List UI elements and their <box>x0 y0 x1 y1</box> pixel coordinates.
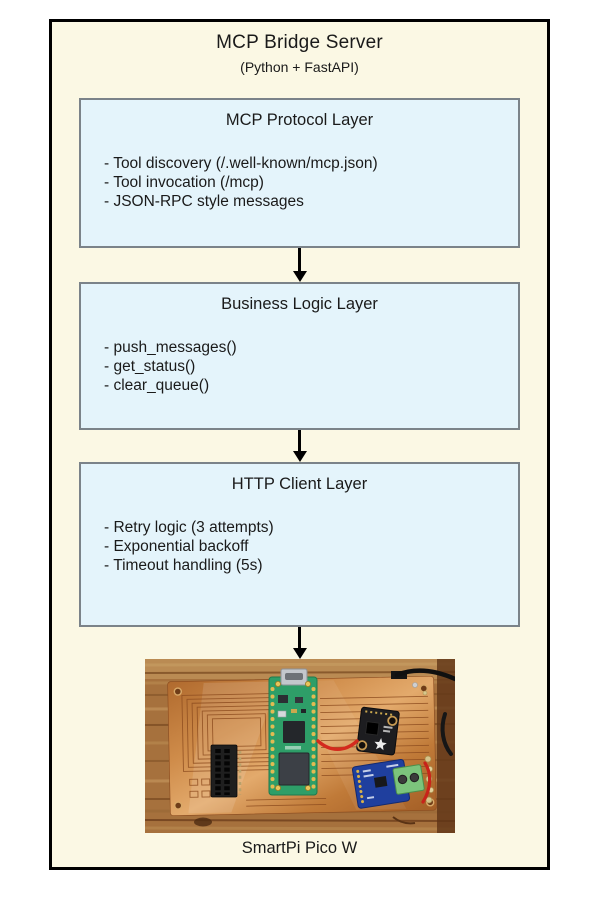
layer-item: - Timeout handling (5s) <box>104 557 263 574</box>
solder-joints <box>412 682 434 804</box>
wires <box>316 668 455 804</box>
device-photo <box>145 659 455 833</box>
arrow-head <box>292 271 307 282</box>
terminal-block <box>392 764 425 795</box>
arrow-head <box>292 648 307 659</box>
layer-title: Business Logic Layer <box>221 295 378 313</box>
arrow-line <box>298 627 301 648</box>
layer-title: MCP Protocol Layer <box>225 111 374 129</box>
black-wire <box>394 668 455 682</box>
layer-box-http-client: HTTP Client Layer - Retry logic (3 attem… <box>79 462 520 627</box>
layer-title: HTTP Client Layer <box>231 475 368 493</box>
layer-item: - Tool discovery (/.well-known/mcp.json) <box>104 155 378 172</box>
wifi-shield <box>278 752 310 786</box>
diagram-title: MCP Bridge Server <box>216 32 383 53</box>
black-wire <box>440 712 453 756</box>
star-logo-icon <box>374 738 387 751</box>
red-wire <box>316 739 359 751</box>
rp2040-chip <box>283 721 305 743</box>
arrow-down-icon <box>292 248 307 282</box>
layer-item: - Tool invocation (/mcp) <box>104 174 264 191</box>
red-wire <box>421 761 432 804</box>
layer-item: - get_status() <box>104 358 196 375</box>
layer-item: - push_messages() <box>104 339 237 356</box>
layer-items: - Tool discovery (/.well-known/mcp.json)… <box>104 154 506 211</box>
arrow-line <box>298 248 301 271</box>
diagram-container: MCP Bridge Server (Python + FastAPI) MCP… <box>49 19 550 870</box>
layer-item: - JSON-RPC style messages <box>104 193 304 210</box>
bootsel-button <box>277 710 287 718</box>
layer-box-mcp-protocol: MCP Protocol Layer - Tool discovery (/.w… <box>79 98 520 248</box>
layer-item: - Retry logic (3 attempts) <box>104 519 274 536</box>
layer-box-business-logic: Business Logic Layer - push_messages() -… <box>79 282 520 430</box>
arrow-head <box>292 451 307 462</box>
layer-item: - clear_queue() <box>104 377 210 394</box>
wood-knot <box>194 817 212 827</box>
arrow-line <box>298 430 301 451</box>
arrow-down-icon <box>292 430 307 462</box>
mounting-holes <box>173 684 435 810</box>
header-connector <box>210 744 242 798</box>
blue-breakout-board <box>351 758 425 809</box>
layer-items: - Retry logic (3 attempts) - Exponential… <box>104 518 506 575</box>
layer-item: - Exponential backoff <box>104 538 249 555</box>
diagram-subtitle: (Python + FastAPI) <box>240 59 359 75</box>
device-label: SmartPi Pico W <box>241 839 358 857</box>
arrow-down-icon <box>292 627 307 659</box>
layer-items: - push_messages() - get_status() - clear… <box>104 338 506 395</box>
pico-board <box>268 668 318 796</box>
black-breakout-board <box>356 706 400 756</box>
